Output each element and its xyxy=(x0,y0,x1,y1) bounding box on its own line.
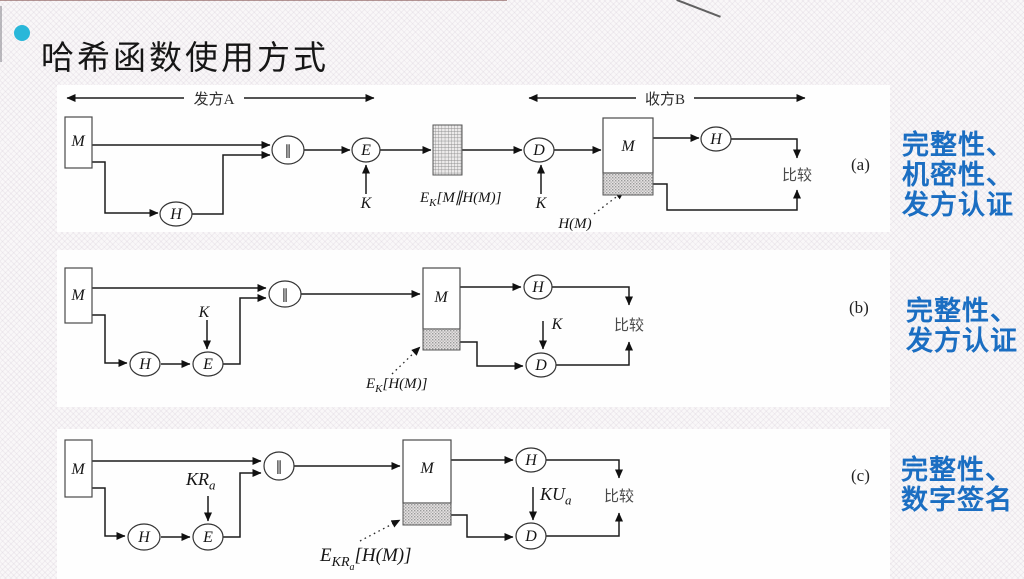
decrypt-node xyxy=(515,522,547,550)
caption-b-line2: 发方认证 xyxy=(906,326,1018,356)
message-box-receiver xyxy=(422,267,461,330)
ciphertext-block xyxy=(432,124,463,176)
message-box-sender xyxy=(64,116,93,169)
message-box-receiver xyxy=(402,439,452,504)
compare-label: 比较 xyxy=(604,487,634,505)
connector-lines xyxy=(92,283,633,375)
top-edge-line xyxy=(0,0,507,1)
message-box-receiver-label: M xyxy=(419,460,435,477)
hash-node-sender-label: H xyxy=(169,206,183,223)
public-key-label: KUa xyxy=(540,484,572,508)
caption-a-line1: 完整性、 xyxy=(902,130,1014,160)
hash-node-sender-label: H xyxy=(137,529,151,546)
hash-node-receiver-label: H xyxy=(709,131,723,148)
diagram-a-panel xyxy=(57,85,890,232)
receiver-span-arrow: 收方B xyxy=(528,88,806,108)
mac-block-receiver xyxy=(422,328,461,351)
caption-b-line1: 完整性、 xyxy=(906,296,1018,326)
signature-block-receiver xyxy=(402,502,452,526)
connector-lines xyxy=(92,134,801,217)
caption-c-line2: 数字签名 xyxy=(901,485,1013,515)
encrypt-node xyxy=(192,351,224,377)
sender-span-arrow: 发方A xyxy=(66,88,375,108)
encrypt-key-label: K xyxy=(360,195,373,212)
concat-node-label: ∥ xyxy=(282,288,289,303)
diagram-b-canvas: M H E K ∥ M H K D 比较 xyxy=(64,267,644,378)
decrypt-node xyxy=(523,137,555,163)
message-box-receiver-label: M xyxy=(620,138,636,155)
slide-title: 哈希函数使用方式 xyxy=(41,41,329,78)
caption-c-line1: 完整性、 xyxy=(901,455,1013,485)
decrypt-node xyxy=(525,352,557,378)
caption-tag-c: (c) xyxy=(851,466,870,485)
concat-node xyxy=(268,280,302,308)
stray-diagonal-mark xyxy=(676,0,721,18)
cipher-expression-a: EK[M∥H(M)] xyxy=(420,190,502,209)
decrypt-node-label: D xyxy=(524,528,537,545)
message-box-receiver-label: M xyxy=(433,289,449,306)
hash-pointer-dotted-arrow xyxy=(359,519,401,542)
decrypt-node-label: D xyxy=(532,142,545,159)
caption-tag-a: (a) xyxy=(851,155,870,174)
hash-block-receiver xyxy=(602,172,654,196)
message-box-sender-label: M xyxy=(70,461,86,478)
hash-node-sender xyxy=(129,351,161,377)
decrypt-key-label: K xyxy=(535,195,548,212)
hash-node-receiver-label: H xyxy=(531,279,545,296)
message-box-sender-label: M xyxy=(70,287,86,304)
hash-node-sender xyxy=(127,523,161,551)
hash-node-sender-label: H xyxy=(138,356,152,373)
compare-label: 比较 xyxy=(782,166,812,184)
caption-b: 完整性、 发方认证 xyxy=(906,296,1018,356)
receiver-span-label: 收方B xyxy=(645,91,685,108)
concat-node-label: ∥ xyxy=(276,460,283,475)
encrypt-node xyxy=(192,523,224,551)
message-box-sender xyxy=(64,439,93,498)
hash-value-label: H(M) xyxy=(557,216,591,232)
hash-node-receiver xyxy=(700,126,732,152)
concat-node xyxy=(263,451,295,481)
caption-a-line2: 机密性、 xyxy=(902,160,1014,190)
caption-a-line3: 发方认证 xyxy=(902,190,1014,220)
caption-a: 完整性、 机密性、 发方认证 xyxy=(902,130,1014,220)
diagram-c-panel xyxy=(57,429,890,579)
cipher-expression-b: EK[H(M)] xyxy=(366,376,428,395)
sender-span-label: 发方A xyxy=(194,91,235,108)
encrypt-node-label: E xyxy=(360,142,371,159)
encrypt-node-label: E xyxy=(202,529,213,546)
concat-node-label: ∥ xyxy=(285,144,292,159)
encrypt-node xyxy=(351,137,381,163)
message-box-sender xyxy=(64,267,93,324)
message-box-sender-label: M xyxy=(70,133,86,150)
connector-lines xyxy=(92,456,623,542)
message-box-receiver xyxy=(602,117,654,174)
caption-c: 完整性、 数字签名 xyxy=(901,455,1013,515)
private-key-label: KRa xyxy=(186,469,216,493)
hash-node-receiver xyxy=(523,274,553,300)
caption-tag-b: (b) xyxy=(849,298,869,317)
hash-node-sender xyxy=(159,201,193,227)
hash-node-receiver xyxy=(515,447,547,473)
hash-pointer-dotted-arrow xyxy=(391,346,421,375)
concat-node xyxy=(271,135,305,165)
hash-node-receiver-label: H xyxy=(524,452,538,469)
diagram-b-panel xyxy=(57,250,890,407)
left-edge-mark xyxy=(0,6,2,62)
title-bullet-icon xyxy=(14,25,30,41)
diagram-a-canvas: 发方A 收方B M H ∥ E K D K M H 比较 H(M) xyxy=(64,88,812,232)
encrypt-node-label: E xyxy=(202,356,213,373)
compare-label: 比较 xyxy=(614,316,644,334)
cipher-expression-c: EKRa[H(M)] xyxy=(320,545,412,573)
decrypt-node-label: D xyxy=(534,357,547,374)
encrypt-key-label: K xyxy=(198,304,211,321)
diagram-c-canvas: M H E ∥ M H D 比较 xyxy=(64,439,634,551)
decrypt-key-label: K xyxy=(551,316,564,333)
